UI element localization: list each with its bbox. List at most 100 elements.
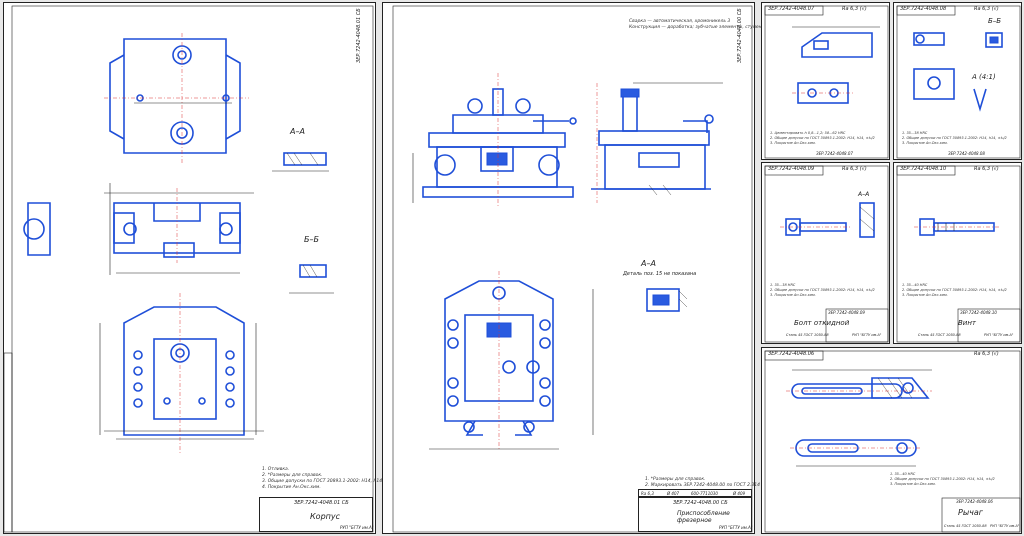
assembly-side-view bbox=[591, 82, 723, 203]
detail-10-notes: 1. 35...40 HRC 2. Общие допуски по ГОСТ … bbox=[902, 283, 1007, 298]
lever-top-view bbox=[786, 369, 932, 399]
detail-06-notes: 1. 35...40 HRC 2. Общие допуски по ГОСТ … bbox=[890, 472, 995, 487]
korpus-section-bb-label: Б–Б bbox=[304, 235, 319, 244]
detail-09-org: РУП "БГТУ им.А" bbox=[852, 333, 882, 337]
korpus-section-aa-label: А–А bbox=[290, 127, 305, 136]
assembly-note-2: 2. Маркировать ЗЕР.7242-4048.00 по ГОСТ … bbox=[645, 483, 760, 488]
detail-10-drawing bbox=[896, 165, 1021, 343]
assembly-code: ЗЕР.7242-4048.00 СБ bbox=[673, 500, 728, 506]
detail-09-note-1: 1. 35...38 HRC bbox=[770, 283, 796, 287]
detail-08-drawing bbox=[896, 5, 1021, 159]
korpus-code: ЗЕР.7242-4048.01 СБ bbox=[294, 500, 349, 506]
sheet-korpus: ЗЕР.7242-4048.01 СБ А–А Б–Б 1. Отливка. … bbox=[3, 2, 397, 534]
detail-09-drawing bbox=[764, 165, 889, 343]
detail-07-note-3: 3. Покрытие Ан.Окс.хим. bbox=[770, 141, 816, 145]
detail-08-section-bb: Б–Б bbox=[988, 17, 1002, 25]
detail-10-note-1: 1. 35...40 HRC bbox=[902, 283, 928, 287]
detail-07-roughness: Ra 6,3 (√) bbox=[842, 6, 867, 12]
detail-10-code-top: ЗЕР.7242-4048.10 bbox=[900, 166, 947, 172]
detail-07-note-2: 2. Общие допуски по ГОСТ 30893.1-2002: H… bbox=[770, 136, 875, 140]
detail-10-org: РУП "БГТУ им.А" bbox=[984, 333, 1014, 337]
assembly-spec-1: Ra 6,3 bbox=[641, 491, 654, 496]
detail-10-note-2: 2. Общие допуски по ГОСТ 30893.1-2002: H… bbox=[902, 288, 1007, 292]
detail-06-org: РУП "БГТУ им.А" bbox=[990, 524, 1020, 528]
detail-06-drawing bbox=[764, 350, 1021, 533]
korpus-title: Корпус bbox=[310, 512, 341, 521]
korpus-plan-view bbox=[99, 293, 264, 453]
detail-07-drawing bbox=[764, 5, 889, 159]
korpus-front-view bbox=[104, 183, 254, 275]
korpus-section-bb bbox=[289, 264, 334, 294]
korpus-note-2: 2. *Размеры для справок. bbox=[262, 473, 323, 478]
detail-06-code: ЗЕР.7242-4048.06 bbox=[956, 499, 993, 504]
assembly-header-note-2: Конструкция — доработка; зубчатые элемен… bbox=[629, 25, 784, 30]
sheet-detail-08: ЗЕР.7242-4048.08 Ra 6,3 (√) Б–Б А (4:1) … bbox=[893, 2, 1022, 160]
korpus-drawing bbox=[4, 5, 374, 533]
detail-07-note-1: 1. Цементировать h 0,8...1,2; 58...62 HR… bbox=[770, 131, 846, 135]
detail-09-roughness: Ra 6,3 (√) bbox=[842, 166, 867, 172]
detail-10-roughness: Ra 6,3 (√) bbox=[974, 166, 999, 172]
assembly-section-aa-label: А–А bbox=[641, 259, 656, 268]
detail-07-code: ЗЕР.7242-4048.07 bbox=[816, 151, 853, 156]
detail-07-notes: 1. Цементировать h 0,8...1,2; 58...62 HR… bbox=[770, 131, 875, 146]
assembly-note-1: 1. *Размеры для справок. bbox=[645, 477, 706, 482]
detail-06-material: Сталь 45 ГОСТ 1050-88 bbox=[944, 524, 987, 528]
korpus-note-1: 1. Отливка. bbox=[262, 467, 290, 472]
lever-side-view bbox=[790, 439, 922, 467]
detail-09-code: ЗЕР.7242-4048.09 bbox=[828, 310, 865, 315]
detail-08-view-a: А (4:1) bbox=[972, 73, 996, 81]
detail-08-note-1: 1. 35...38 HRC bbox=[902, 131, 928, 135]
detail-06-code-top: ЗЕР.7242-4048.06 bbox=[768, 351, 815, 357]
detail-08-note-3: 3. Покрытие Ан.Окс.хим. bbox=[902, 141, 948, 145]
detail-10-note-3: 3. Покрытие Ан.Окс.хим. bbox=[902, 293, 948, 297]
korpus-section-aa bbox=[272, 152, 329, 172]
detail-06-note-2: 2. Общие допуски по ГОСТ 30893.1-2002: H… bbox=[890, 477, 995, 481]
detail-09-section-aa: А–А bbox=[858, 191, 870, 198]
detail-06-note-1: 1. 35...40 HRC bbox=[890, 472, 916, 476]
assembly-spec-row: Ra 6,3 Ø 407 600-7711030 Ø 409 bbox=[638, 489, 752, 497]
detail-10-code: ЗЕР.7242-4048.10 bbox=[960, 310, 997, 315]
sheet-assembly: ЗЕР.7242-4048.00 СБ Сварка — автоматичес… bbox=[382, 2, 784, 534]
detail-08-code: ЗЕР.7242-4048.08 bbox=[948, 151, 985, 156]
assembly-org: РУП "БГТУ им.А" bbox=[719, 525, 753, 530]
detail-07-code-top: ЗЕР.7242-4048.07 bbox=[768, 6, 815, 12]
assembly-spec-4: Ø 409 bbox=[733, 491, 746, 496]
assembly-title-block: ЗЕР.7242-4048.00 СБ Приспособление фрезе… bbox=[638, 497, 753, 532]
korpus-note-4: 4. Покрытие Ан.Окс.хим. bbox=[262, 485, 321, 490]
detail-09-note-3: 3. Покрытие Ан.Окс.хим. bbox=[770, 293, 816, 297]
korpus-notes: 1. Отливка. 2. *Размеры для справок. 3. … bbox=[262, 467, 397, 491]
assembly-section-note: Деталь поз. 15 не показана bbox=[623, 271, 697, 277]
detail-08-note-2: 2. Общие допуски по ГОСТ 30893.1-2002: H… bbox=[902, 136, 1007, 140]
assembly-section-aa bbox=[646, 288, 688, 312]
detail-10-material: Сталь 45 ГОСТ 1050-88 bbox=[918, 333, 961, 337]
korpus-org: РУП "БГТУ им.А" bbox=[340, 525, 374, 530]
detail-08-notes: 1. 35...38 HRC 2. Общие допуски по ГОСТ … bbox=[902, 131, 1007, 146]
korpus-side-view bbox=[23, 202, 51, 256]
detail-06-title: Рычаг bbox=[958, 508, 983, 517]
assembly-front-view bbox=[412, 73, 577, 208]
detail-08-roughness: Ra 6,3 (√) bbox=[974, 6, 999, 12]
korpus-code-vertical: ЗЕР.7242-4048.01 СБ bbox=[356, 8, 362, 63]
assembly-title: Приспособление фрезерное bbox=[677, 510, 730, 524]
assembly-spec-3: 600-7711030 bbox=[691, 491, 718, 496]
sheet-detail-07: ЗЕР.7242-4048.07 Ra 6,3 (√) 1. Цементиро… bbox=[761, 2, 890, 160]
detail-09-note-2: 2. Общие допуски по ГОСТ 30893.1-2002: H… bbox=[770, 288, 875, 292]
sheet-detail-09: ЗЕР.7242-4048.09 Ra 6,3 (√) А–А 1. 35...… bbox=[761, 162, 890, 344]
detail-10-title: Винт bbox=[958, 319, 977, 327]
detail-09-code-top: ЗЕР.7242-4048.09 bbox=[768, 166, 815, 172]
korpus-top-view bbox=[104, 33, 249, 163]
sheet-detail-10: ЗЕР.7242-4048.10 Ra 6,3 (√) 1. 35...40 H… bbox=[893, 162, 1022, 344]
korpus-note-3: 3. Общие допуски по ГОСТ 30893.1-2002: H… bbox=[262, 479, 397, 484]
assembly-spec-2: Ø 407 bbox=[667, 491, 680, 496]
detail-09-title: Болт откидной bbox=[794, 319, 850, 327]
assembly-header-notes: Сварка — автоматическая, хромоникель 3 К… bbox=[629, 19, 784, 31]
detail-06-note-3: 3. Покрытие Ан.Окс.хим. bbox=[890, 482, 936, 486]
assembly-header-note-1: Сварка — автоматическая, хромоникель 3 bbox=[629, 19, 731, 24]
detail-09-notes: 1. 35...38 HRC 2. Общие допуски по ГОСТ … bbox=[770, 283, 875, 298]
assembly-drawing bbox=[392, 5, 753, 533]
detail-09-material: Сталь 45 ГОСТ 1050-88 bbox=[786, 333, 829, 337]
korpus-title-block: ЗЕР.7242-4048.01 СБ Корпус РУП "БГТУ им.… bbox=[259, 497, 374, 532]
detail-08-code-top: ЗЕР.7242-4048.08 bbox=[900, 6, 947, 12]
assembly-code-vertical: ЗЕР.7242-4048.00 СБ bbox=[737, 8, 743, 63]
detail-06-roughness: Ra 6,3 (√) bbox=[974, 351, 999, 357]
